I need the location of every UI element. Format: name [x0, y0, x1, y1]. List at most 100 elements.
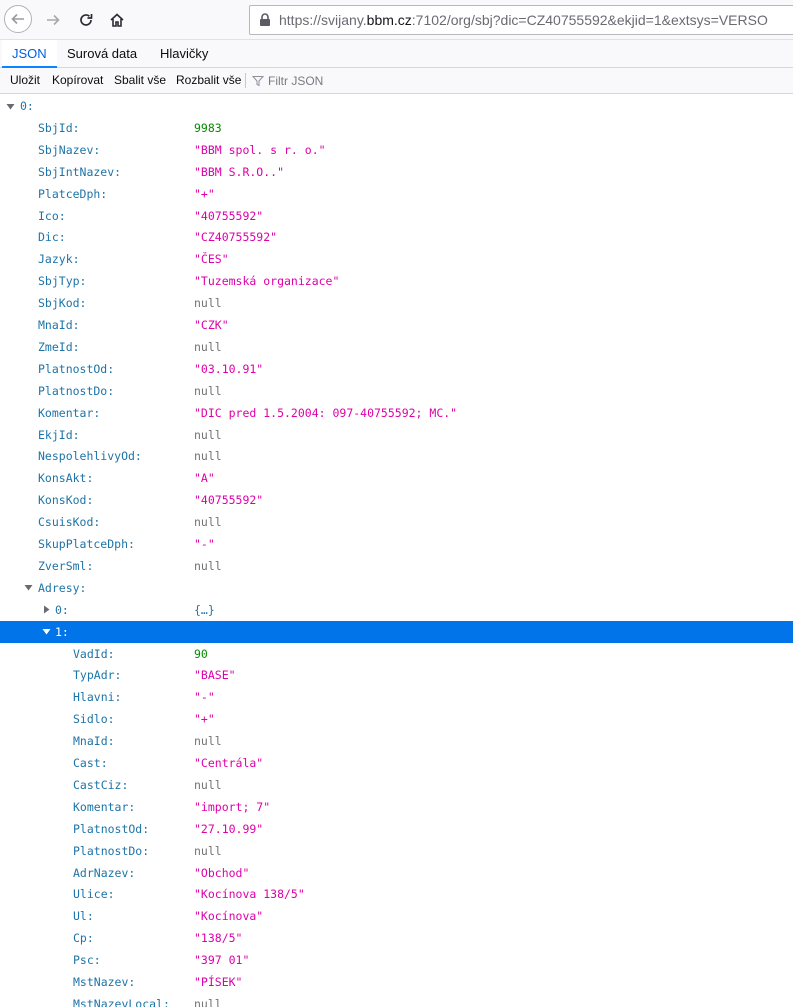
collapse-all-button[interactable]: Sbalit vše: [114, 73, 167, 87]
json-row[interactable]: SbjTyp: "Tuzemská organizace": [0, 270, 793, 292]
json-row[interactable]: KonsKod:"40755592": [0, 489, 793, 511]
json-row[interactable]: TypAdr:"BASE": [0, 664, 793, 686]
reload-button[interactable]: [71, 5, 101, 35]
json-value: "+": [194, 186, 215, 201]
json-row[interactable]: PlatnostOd:"03.10.91": [0, 358, 793, 380]
json-row[interactable]: VadId:90: [0, 643, 793, 665]
json-row[interactable]: Dic:"CZ40755592": [0, 226, 793, 248]
json-row[interactable]: EkjId:null: [0, 424, 793, 446]
json-value: null: [194, 996, 222, 1007]
json-value: "40755592": [194, 208, 264, 223]
json-value: "import; 7": [194, 799, 271, 814]
home-button[interactable]: [102, 5, 132, 35]
json-row[interactable]: ZmeId:null: [0, 336, 793, 358]
tab-headers[interactable]: Hlavičky: [160, 46, 209, 61]
browser-navbar: https://svijany.bbm.cz:7102/org/sbj?dic=…: [0, 0, 793, 40]
json-row[interactable]: Ul: "Kocínova": [0, 905, 793, 927]
json-key: CsuisKod:: [38, 515, 101, 530]
url-text: https://svijany.bbm.cz:7102/org/sbj?dic=…: [279, 12, 768, 28]
json-row[interactable]: CsuisKod:null: [0, 511, 793, 533]
json-key: SbjTyp:: [38, 274, 87, 289]
json-row[interactable]: Ulice:"Kocínova 138/5": [0, 883, 793, 905]
json-key: Adresy:: [38, 580, 87, 595]
json-row[interactable]: Komentar:"DIC pred 1.5.2004: 097-4075559…: [0, 402, 793, 424]
json-row[interactable]: Psc:"397 01": [0, 949, 793, 971]
json-key: Hlavni:: [73, 690, 122, 705]
json-row[interactable]: SbjIntNazev:"BBM S.R.O..": [0, 161, 793, 183]
json-row[interactable]: Sidlo: "+": [0, 708, 793, 730]
json-value: "Obchod": [194, 865, 250, 880]
json-value: {…}: [194, 602, 215, 617]
save-button[interactable]: Uložit: [10, 73, 41, 87]
json-value: "CZK": [194, 318, 229, 332]
json-key: Ul:: [73, 909, 94, 924]
json-key: Jazyk:: [38, 252, 80, 267]
json-row[interactable]: 0:{…}: [0, 599, 793, 621]
json-key: PlatceDph:: [38, 186, 108, 201]
filter-json-input[interactable]: Filtr JSON: [252, 68, 323, 93]
json-value: "27.10.99": [194, 821, 264, 836]
back-button[interactable]: [4, 5, 32, 33]
json-row[interactable]: Adresy:: [0, 577, 793, 599]
tab-raw-data[interactable]: Surová data: [67, 46, 138, 61]
caret-down-icon[interactable]: [41, 621, 51, 643]
json-row[interactable]: SkupPlatceDph:"-": [0, 533, 793, 555]
json-row[interactable]: Komentar: "import; 7": [0, 796, 793, 818]
copy-button[interactable]: Kopírovat: [52, 73, 104, 87]
expand-all-button[interactable]: Rozbalit vše: [176, 73, 242, 87]
json-row[interactable]: PlatnostDo:null: [0, 380, 793, 402]
json-key: KonsAkt:: [38, 471, 94, 486]
json-key: 1:: [55, 624, 69, 639]
json-row[interactable]: KonsAkt:"A": [0, 467, 793, 489]
json-value: null: [194, 734, 222, 749]
json-row[interactable]: MnaId: "CZK": [0, 314, 793, 336]
json-row[interactable]: MstNazev:"PÍSEK": [0, 971, 793, 993]
json-key: PlatnostDo:: [38, 383, 115, 398]
json-key: MnaId:: [38, 318, 80, 332]
json-key: ZverSml:: [38, 558, 94, 573]
json-value: "Tuzemská organizace": [194, 274, 340, 289]
forward-button[interactable]: [38, 5, 68, 35]
json-value: 90: [194, 646, 208, 661]
reload-icon: [80, 14, 93, 26]
json-row[interactable]: PlatceDph: "+": [0, 183, 793, 205]
json-key: SbjId:: [38, 120, 80, 135]
json-row[interactable]: Ico:"40755592": [0, 205, 793, 227]
json-row[interactable]: 0:: [0, 95, 793, 117]
json-value: "03.10.91": [194, 361, 264, 376]
json-row[interactable]: Jazyk:"ČES": [0, 248, 793, 270]
json-row[interactable]: NespolehlivyOd:null: [0, 445, 793, 467]
json-row[interactable]: Cast:"Centrála": [0, 752, 793, 774]
json-value: "Kocínova": [194, 909, 264, 924]
json-key: MstNazev:: [73, 975, 136, 989]
url-bar[interactable]: https://svijany.bbm.cz:7102/org/sbj?dic=…: [249, 5, 793, 35]
tab-json[interactable]: JSON: [2, 40, 57, 68]
json-row[interactable]: PlatnostOd:"27.10.99": [0, 818, 793, 840]
caret-down-icon[interactable]: [5, 95, 15, 117]
json-key: MstNazevLocal:: [73, 996, 170, 1007]
json-row[interactable]: SbjKod:null: [0, 292, 793, 314]
json-row[interactable]: ZverSml:null: [0, 555, 793, 577]
arrow-left-icon: [11, 13, 24, 25]
json-row[interactable]: MstNazevLocal: null: [0, 993, 793, 1007]
json-value: "+": [194, 712, 215, 727]
json-row[interactable]: 1:: [0, 620, 793, 643]
json-row[interactable]: PlatnostDo:null: [0, 840, 793, 862]
json-key: Komentar:: [73, 799, 136, 814]
json-key: Dic:: [38, 230, 66, 245]
json-key: Sidlo:: [73, 712, 115, 727]
lock-icon: [258, 12, 272, 28]
json-key: NespolehlivyOd:: [38, 449, 142, 464]
json-value: "BBM S.R.O..": [194, 164, 285, 179]
json-row[interactable]: Hlavni:"-": [0, 686, 793, 708]
json-row[interactable]: AdrNazev: "Obchod": [0, 862, 793, 884]
json-key: AdrNazev:: [73, 865, 136, 880]
json-row[interactable]: SbjNazev:"BBM spol. s r. o.": [0, 139, 793, 161]
json-row[interactable]: Cp:"138/5": [0, 927, 793, 949]
json-row[interactable]: CastCiz:null: [0, 774, 793, 796]
json-key: SbjNazev:: [38, 142, 101, 157]
json-row[interactable]: MnaId:null: [0, 730, 793, 752]
caret-right-icon[interactable]: [41, 599, 51, 621]
caret-down-icon[interactable]: [23, 577, 33, 599]
json-row[interactable]: SbjId:9983: [0, 117, 793, 139]
